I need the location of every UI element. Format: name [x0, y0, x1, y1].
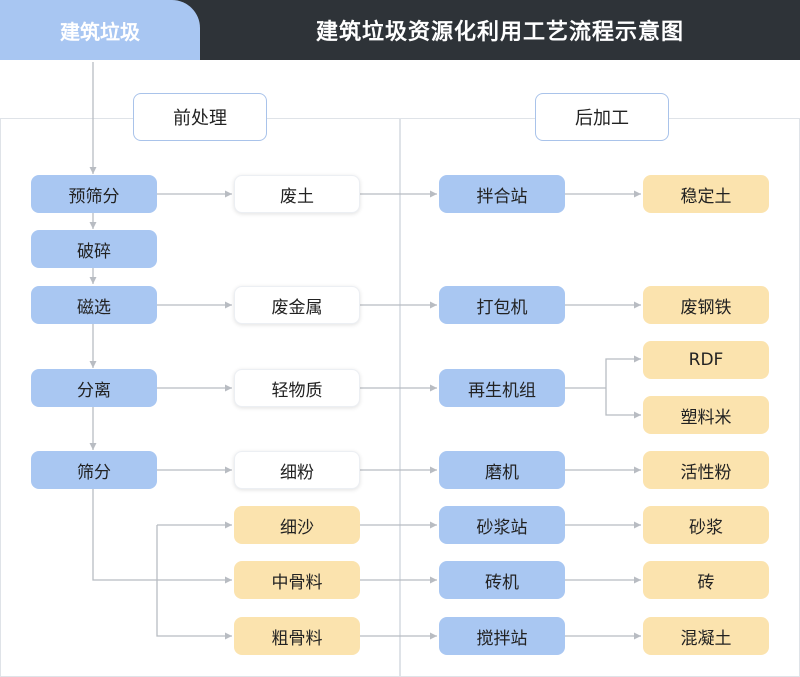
product-stabilized-soil: 稳定土 [643, 175, 769, 213]
product-concrete: 混凝土 [643, 617, 769, 655]
process-recycling-unit: 再生机组 [439, 369, 565, 407]
process-mortar-station: 砂浆站 [439, 506, 565, 544]
product-rdf: RDF [643, 341, 769, 379]
step-crush: 破碎 [31, 230, 157, 268]
process-grinder: 磨机 [439, 451, 565, 489]
process-concrete-mixing-station: 搅拌站 [439, 617, 565, 655]
intermediate-fine-sand: 细沙 [234, 506, 360, 544]
product-brick: 砖 [643, 561, 769, 599]
step-screen: 筛分 [31, 451, 157, 489]
step-magnetic: 磁选 [31, 286, 157, 324]
connector-branch-coarse [156, 525, 232, 640]
product-scrap-steel-iron: 废钢铁 [643, 286, 769, 324]
process-baler: 打包机 [439, 286, 565, 324]
connector-screen-medium [92, 489, 232, 584]
intermediate-waste-soil: 废土 [234, 175, 360, 213]
intermediate-light-matter: 轻物质 [234, 369, 360, 407]
connector-recycle-plastic [605, 388, 641, 419]
product-mortar: 砂浆 [643, 506, 769, 544]
section-label-post: 后加工 [535, 93, 669, 141]
process-brick-machine: 砖机 [439, 561, 565, 599]
intermediate-scrap-metal: 废金属 [234, 286, 360, 324]
step-prescreen: 预筛分 [31, 175, 157, 213]
process-mixing-station: 拌合站 [439, 175, 565, 213]
intermediate-fine-powder: 细粉 [234, 451, 360, 489]
intermediate-coarse-aggregate: 粗骨料 [234, 617, 360, 655]
header-tab: 建筑垃圾 [0, 0, 200, 60]
page-title: 建筑垃圾资源化利用工艺流程示意图 [315, 20, 684, 45]
step-separate: 分离 [31, 369, 157, 407]
product-plastic-pellets: 塑料米 [643, 396, 769, 434]
connector-recycle-rdf [605, 355, 641, 388]
product-active-powder: 活性粉 [643, 451, 769, 489]
intermediate-medium-aggregate: 中骨料 [234, 561, 360, 599]
section-label-pre: 前处理 [133, 93, 267, 141]
